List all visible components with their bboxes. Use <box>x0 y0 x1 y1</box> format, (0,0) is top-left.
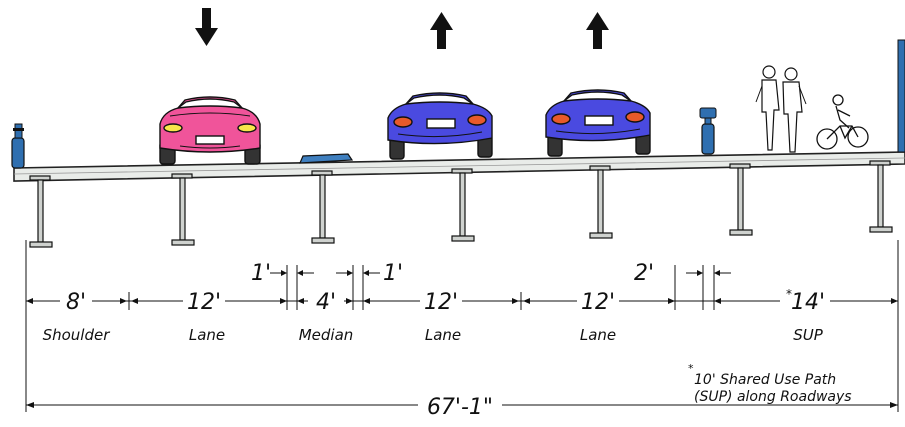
footnote: * 10' Shared Use Path (SUP) along Roadwa… <box>688 362 852 405</box>
dimension-gap-row <box>270 270 731 276</box>
dim-gap-1: 1' <box>251 261 271 286</box>
traffic-direction-arrow-up <box>586 12 609 49</box>
car-pink <box>159 96 261 165</box>
label-sup: SUP <box>793 326 824 344</box>
barrier-post-sup <box>699 107 717 155</box>
dim-median: 4' <box>316 290 336 315</box>
dim-shoulder: 8' <box>66 290 86 315</box>
label-lane-2: Lane <box>425 326 461 344</box>
footnote-mark: * <box>688 362 694 375</box>
bridge-girders <box>29 160 893 248</box>
traffic-direction-arrow-up <box>430 12 453 49</box>
dim-gap-3: 2' <box>634 261 654 286</box>
barrier-post-left <box>11 123 25 169</box>
dim-lane-1: 12' <box>187 290 221 315</box>
dim-sup: 14' <box>791 290 825 315</box>
traffic-direction-arrow-down <box>195 8 218 46</box>
footnote-line-2: (SUP) along Roadways <box>694 389 852 405</box>
label-lane-1: Lane <box>189 326 225 344</box>
median-barrier <box>299 153 354 164</box>
label-lane-3: Lane <box>580 326 616 344</box>
label-shoulder: Shoulder <box>43 326 111 344</box>
car-blue-2 <box>545 89 651 157</box>
bicyclist-icon <box>816 94 869 150</box>
dimension-extension-lines <box>25 240 899 412</box>
dim-sup-footnote-mark: * <box>786 287 792 301</box>
pedestrians-icon <box>755 65 807 153</box>
dim-lane-2: 12' <box>424 290 458 315</box>
label-median: Median <box>299 326 354 344</box>
dim-gap-2: 1' <box>383 261 403 286</box>
barrier-right-edge <box>897 39 905 153</box>
car-blue-1 <box>387 92 493 160</box>
dim-lane-3: 12' <box>581 290 615 315</box>
dim-total-width: 67'-1" <box>427 395 493 420</box>
bridge-deck <box>13 151 905 182</box>
footnote-line-1: 10' Shared Use Path <box>694 372 836 388</box>
